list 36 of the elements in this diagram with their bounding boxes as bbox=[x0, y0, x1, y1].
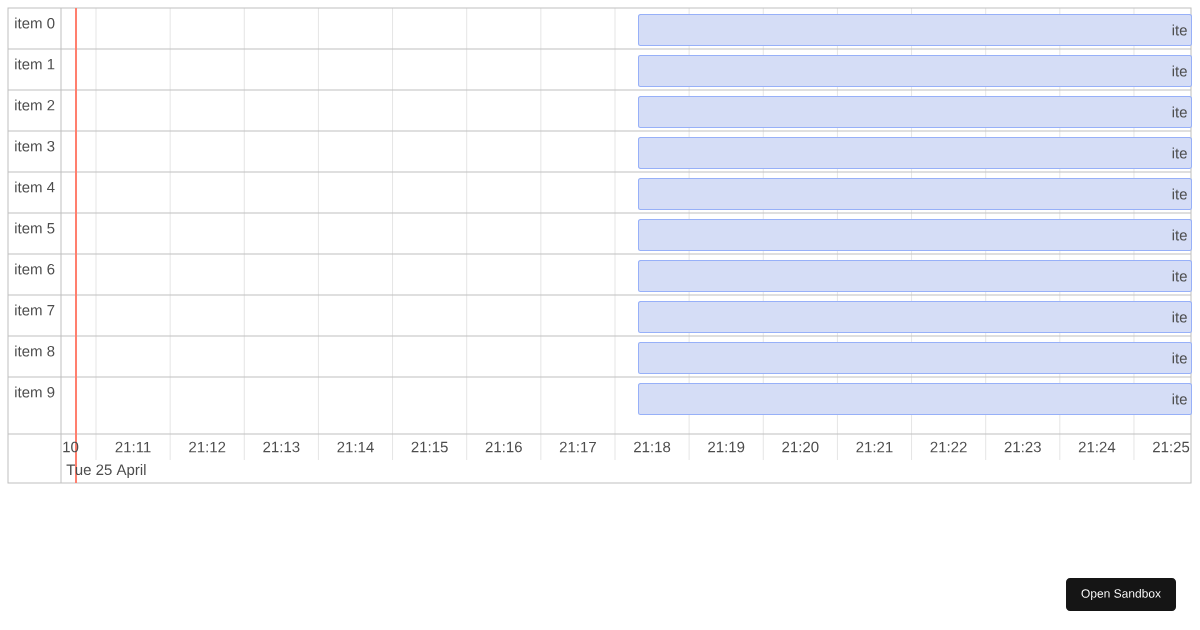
button: Open Sandbox bbox=[1066, 578, 1176, 611]
axis-tick-label: 21:21 bbox=[856, 441, 893, 453]
row-label: item 3 bbox=[15, 140, 55, 152]
row-label: item 8 bbox=[15, 345, 55, 357]
row-label: item 4 bbox=[15, 181, 55, 193]
axis-tick-label: 21:22 bbox=[930, 441, 967, 453]
axis-tick-label: 21:23 bbox=[1004, 441, 1041, 453]
timeline-bar: ite bbox=[638, 342, 1192, 374]
axis-tick-label: 21:25 bbox=[1153, 441, 1190, 453]
axis-tick-label: 21:12 bbox=[189, 441, 226, 453]
axis-tick-label: 21:14 bbox=[337, 441, 374, 453]
row-label: item 5 bbox=[15, 222, 55, 234]
axis-tick-label: 21:19 bbox=[708, 441, 745, 453]
timeline-bar: ite bbox=[638, 55, 1192, 87]
axis-tick-label: 21:18 bbox=[634, 441, 671, 453]
timeline-bar: ite bbox=[638, 14, 1192, 46]
timeline-bar: ite bbox=[638, 301, 1192, 333]
row-label: item 2 bbox=[15, 99, 55, 111]
row-label: item 1 bbox=[15, 58, 55, 70]
row-label: item 7 bbox=[15, 304, 55, 316]
axis-tick-label: 21:16 bbox=[485, 441, 522, 453]
timeline-bar: ite bbox=[638, 219, 1192, 251]
timeline-bar: ite bbox=[638, 260, 1192, 292]
axis-tick-label: 21:17 bbox=[559, 441, 596, 453]
row-label: item 6 bbox=[15, 263, 55, 275]
row-label: item 0 bbox=[15, 17, 55, 29]
timeline-bar: ite bbox=[638, 383, 1192, 415]
timeline-bar: ite bbox=[638, 96, 1192, 128]
timeline-bar: ite bbox=[638, 178, 1192, 210]
timeline-bar: ite bbox=[638, 137, 1192, 169]
axis-tick-label: 21:24 bbox=[1078, 441, 1116, 453]
row-label: item 9 bbox=[15, 386, 55, 398]
axis-tick-label: 21:11 bbox=[115, 441, 151, 453]
axis-tick-label: 21:13 bbox=[263, 441, 300, 453]
axis-tick-label: 21:15 bbox=[411, 441, 448, 453]
axis-tick-label: 21:20 bbox=[782, 441, 819, 453]
